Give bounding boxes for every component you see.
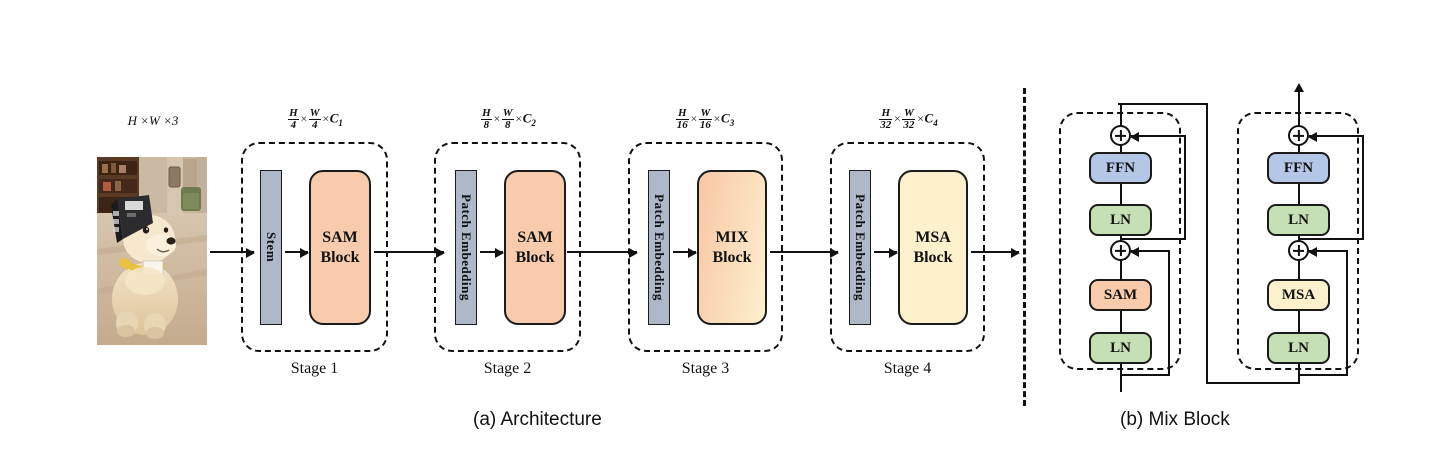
stage-1-stem-bar: Stem	[260, 170, 282, 325]
mix-sub-2-ln-bottom: LN	[1267, 332, 1330, 364]
stage-1-container	[241, 142, 388, 352]
puppy-photo-art	[97, 157, 207, 345]
mix-sub-2-output-arrow	[1293, 83, 1304, 126]
mix-sub-1-add-1	[1110, 240, 1131, 261]
stage-2-sam-block: SAM Block	[504, 170, 566, 325]
mix-interconnect-top	[1118, 103, 1208, 105]
mix-sub-1-ln-top: LN	[1089, 204, 1152, 236]
mix-sub-1-sam-label: SAM	[1103, 286, 1138, 303]
mix-sub-1-residual1-arrow-in	[1130, 246, 1170, 257]
stage-3-container	[628, 142, 783, 352]
mix-sub-1-sam: SAM	[1089, 279, 1152, 311]
stage-3-block-line2: Block	[712, 248, 752, 266]
mix-interconnect-right-down	[1206, 103, 1208, 384]
mix-sub-2-ln-top-label: LN	[1288, 211, 1309, 228]
input-dim-label: H ×W ×3	[127, 113, 179, 128]
mix-sub-1-arrow-ln-to-sam	[1115, 299, 1126, 333]
mix-sub-2-residual1-arrow-in	[1308, 246, 1348, 257]
mix-sub-1-ffn-label: FFN	[1105, 159, 1136, 176]
stage-4-block-line1: MSA	[915, 228, 951, 246]
mix-sub-2-residual1-bottom	[1298, 374, 1348, 376]
mix-sub-2-ffn: FFN	[1267, 152, 1330, 184]
mix-sub-2-residual2-vertical	[1362, 135, 1364, 240]
mix-sub-1-arrow-sam-to-add1	[1115, 251, 1126, 280]
stage-2-block-line2: Block	[515, 248, 555, 266]
mix-sub-1-residual2-bottom	[1120, 238, 1186, 240]
arrow-stage3-to-stage4	[770, 248, 839, 258]
mix-sub-1-ffn: FFN	[1089, 152, 1152, 184]
stage-3-patch-embedding-bar: Patch Embedding	[648, 170, 670, 325]
panel-a-caption: (a) Architecture	[473, 409, 602, 430]
stage-3-label: Stage 3	[681, 360, 730, 377]
mix-sub-1-ln-top-label: LN	[1110, 211, 1131, 228]
stage-4-block-line2: Block	[913, 248, 953, 266]
mix-sub-2-arrow-msa-to-add1	[1293, 251, 1304, 280]
stage-2-container	[434, 142, 581, 352]
mix-sub-2-msa: MSA	[1267, 279, 1330, 311]
mix-sub-1-residual2-arrow-in	[1130, 131, 1186, 142]
stage-2-label: Stage 2	[483, 360, 532, 377]
mix-sub-2-ffn-label: FFN	[1283, 159, 1314, 176]
stage-4-patch-embedding-label: Patch Embedding	[853, 194, 868, 301]
mix-sub-1-residual2-vertical	[1184, 135, 1186, 240]
stage-1-sam-block: SAM Block	[309, 170, 371, 325]
stage-1-block-line1: SAM	[322, 228, 358, 246]
arrow-stage4-output	[971, 248, 1020, 258]
stage-3-mix-block: MIX Block	[697, 170, 767, 325]
input-image-puppy	[97, 157, 207, 345]
mix-sub-1-add-2	[1110, 125, 1131, 146]
mix-sub-1-output-vertical	[1120, 103, 1122, 127]
stage-4-container	[830, 142, 985, 352]
mix-interconnect-bottom	[1206, 382, 1300, 384]
mix-sub-1-residual1-vertical	[1168, 250, 1170, 376]
stage-3-block-line1: MIX	[715, 228, 749, 246]
stage-3-patch-embedding-label: Patch Embedding	[652, 194, 667, 301]
panel-b-caption: (b) Mix Block	[1120, 409, 1230, 430]
stage-4-patch-embedding-bar: Patch Embedding	[849, 170, 871, 325]
arrow-patch-to-mixblock-3	[673, 248, 697, 258]
mix-sub-1-residual1-bottom	[1120, 374, 1170, 376]
arrow-input-to-stage1	[210, 248, 255, 258]
arrow-patch-to-samblock-2	[480, 248, 504, 258]
mix-sub-1-ln-bottom: LN	[1089, 332, 1152, 364]
mix-sub-2-input-line	[1298, 370, 1300, 384]
mix-sub-2-arrow-ln-to-msa	[1293, 299, 1304, 333]
mix-sub-1-arrow-ln-to-ffn	[1115, 172, 1126, 205]
stage-4-label: Stage 4	[883, 360, 932, 377]
panel-divider	[1023, 88, 1026, 406]
mix-sub-1-input-line	[1120, 370, 1122, 392]
mix-sub-2-add-2	[1288, 125, 1309, 146]
mix-sub-2-add-1	[1288, 240, 1309, 261]
stage-1-block-line2: Block	[320, 248, 360, 266]
arrow-patch-to-msablock-4	[874, 248, 898, 258]
mix-sub-2-ln-top: LN	[1267, 204, 1330, 236]
stage-2-patch-embedding-label: Patch Embedding	[459, 194, 474, 301]
mix-sub-2-residual1-vertical	[1346, 250, 1348, 376]
mix-sub-1-ln-bottom-label: LN	[1110, 339, 1131, 356]
arrow-stage2-to-stage3	[567, 248, 638, 258]
stage-4-msa-block: MSA Block	[898, 170, 968, 325]
mix-sub-2-msa-label: MSA	[1281, 286, 1316, 303]
mix-sub-2-arrow-ln-to-ffn	[1293, 172, 1304, 205]
stage-1-stem-label: Stem	[264, 232, 279, 263]
stage-1-label: Stage 1	[290, 360, 339, 377]
stage-2-block-line1: SAM	[517, 228, 553, 246]
arrow-stem-to-samblock-1	[285, 248, 309, 258]
arrow-stage1-to-stage2	[374, 248, 445, 258]
stage-2-patch-embedding-bar: Patch Embedding	[455, 170, 477, 325]
mix-sub-2-residual2-arrow-in	[1308, 131, 1364, 142]
mix-sub-2-ln-bottom-label: LN	[1288, 339, 1309, 356]
mix-sub-2-residual2-bottom	[1298, 238, 1364, 240]
